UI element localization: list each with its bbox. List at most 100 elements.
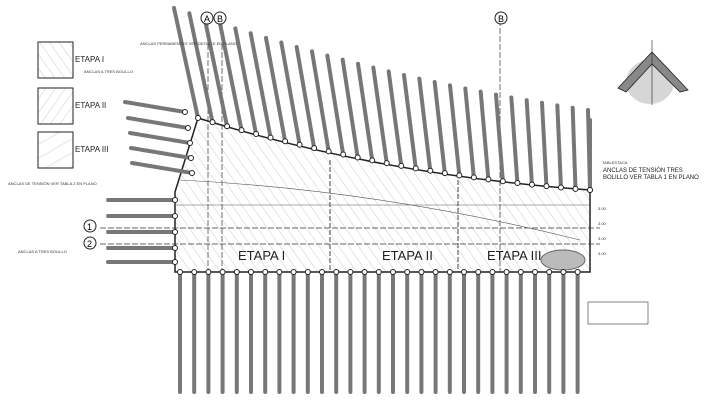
axis-marker-b2: B [494,11,508,25]
note-permanent-anchors: ANCLAS PERMANENTES VER DETALLE EN PLANO [140,41,237,46]
legend: ETAPA I ETAPA II ETAPA III [37,41,109,169]
anchor-pile [524,98,534,187]
anchor-pile [218,21,244,133]
pile-head [187,140,193,146]
anchor-pile [509,95,520,186]
pile-head [546,269,553,275]
anchor-pile [494,92,505,184]
pile-head [238,127,245,134]
pile-head [189,170,195,176]
pile-head [172,259,178,265]
axis-marker-1: 1 [83,219,97,233]
pile-head [446,269,453,275]
axis-marker-2: 2 [83,236,97,250]
pile-head [441,170,448,177]
pile-head [432,269,439,275]
anchor-pile [402,73,418,171]
pile-head [172,229,178,235]
anchor-pile [126,116,190,130]
pile-head [205,269,212,275]
anchor-pile [386,69,404,168]
note-staggered-anchors-bottom: ANCLAS A TRES BOLILLO [18,249,67,254]
pile-head [503,269,510,275]
anchor-pile [129,146,193,160]
pile-head [528,181,535,188]
pile-head [514,180,521,187]
svg-text:B: B [498,14,504,24]
pile-head [427,167,434,174]
anchor-pile [540,100,549,189]
pile-head [557,184,564,191]
pile-head [248,269,254,275]
pile-head [398,162,405,169]
pile-head [517,269,524,275]
anchor-pile [371,65,389,166]
anchor-pile [310,49,331,154]
pile-head [412,165,419,172]
pile-head [485,176,492,183]
strut-curve [179,179,581,241]
legend-swatch-etapa-3 [37,131,74,169]
pile-head [572,185,579,192]
note-staggered-anchors: ANCLAS A TRES BOLILLO [84,69,133,74]
pile-head [182,109,188,115]
anchor-pile [233,26,259,136]
pile-head [475,269,482,275]
axis-marker-b: B [213,11,227,25]
pile-head [282,138,289,145]
pile-head [340,151,347,158]
pile-head [390,269,396,275]
anchor-pile [172,6,200,120]
pile-head [253,130,260,137]
pile-head [375,269,382,275]
pile-head [296,141,303,148]
pile-head [354,154,361,161]
pile-head [489,269,496,275]
svg-text:1: 1 [87,222,92,232]
pile-head [311,145,318,152]
pile-head [172,197,178,203]
anchor-pile [478,89,491,182]
svg-text:2: 2 [87,239,92,249]
pile-head [276,269,283,275]
pile-head [456,172,463,179]
pile-head [188,155,194,161]
pile-head [574,269,581,275]
legend-label: ETAPA I [75,55,104,64]
pile-head [172,245,178,251]
pile-head [543,183,550,190]
pile-head [233,269,240,275]
pile-head [177,269,183,275]
anchor-pile [123,100,187,114]
legend-swatch-etapa-1 [37,41,74,79]
anchor-pile [325,53,346,157]
pile-head [560,269,567,275]
pile-head [461,269,467,275]
pile-head [499,178,506,185]
pile-head [319,269,325,275]
pile-head [195,115,201,121]
anchor-pile [356,61,375,163]
pile-head [172,213,178,219]
stage-label-etapa-2: ETAPA II [382,248,433,263]
pile-head [418,269,425,275]
pile-head [262,269,269,275]
dimension: 3.00 [598,236,607,241]
anchor-pile [555,103,563,190]
pile-head [333,269,340,275]
svg-text:B: B [217,14,223,24]
anchor-pile [279,40,302,147]
shaded-zone [540,249,586,271]
pile-head [532,269,538,275]
axis-marker-a: A [200,11,214,25]
pile-head [369,157,376,164]
pile-head [404,269,411,275]
pile-head [325,148,332,155]
pile-head [290,269,297,275]
dimension: 3.00 [598,251,607,256]
pile-head [191,269,198,275]
pile-head [587,187,593,193]
anchor-pile [264,35,288,144]
anchor-pile [340,57,360,160]
